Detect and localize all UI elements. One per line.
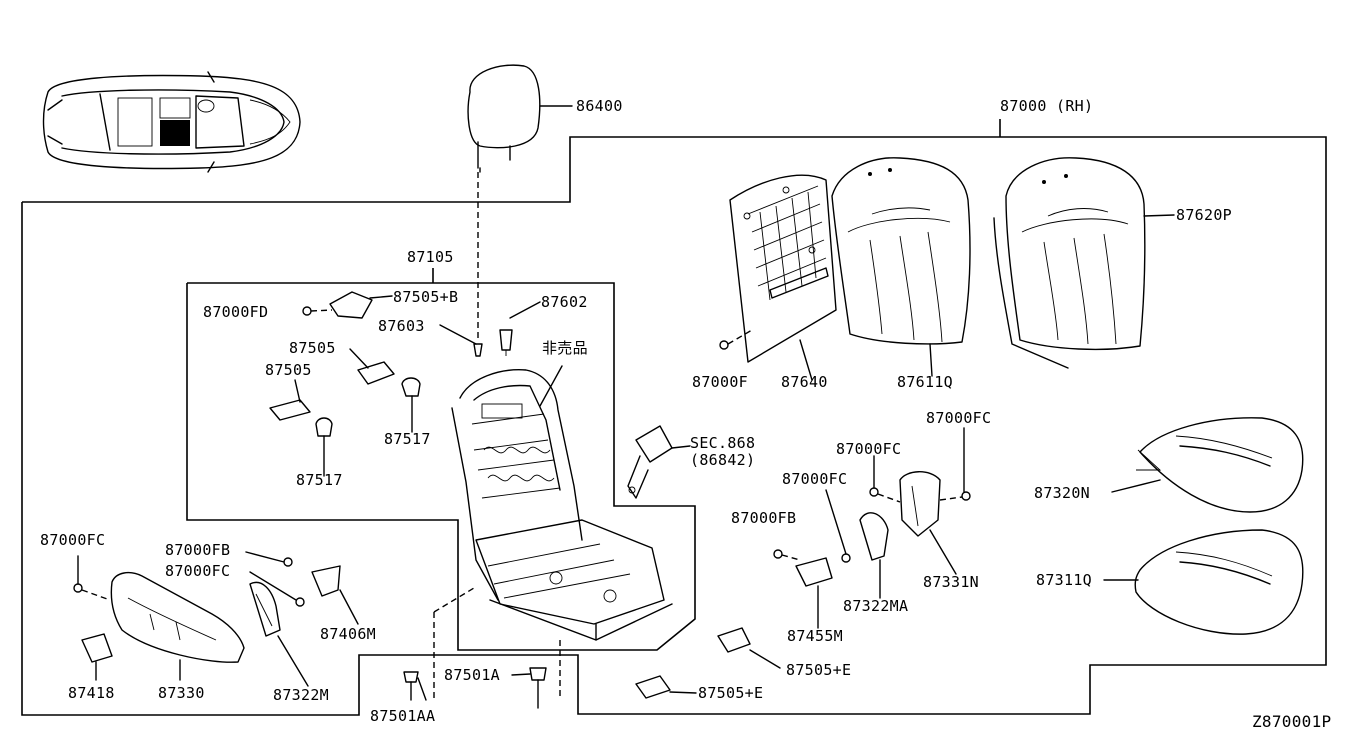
label-87000fc-l2: 87000FC bbox=[165, 562, 231, 580]
label-87603: 87603 bbox=[378, 317, 425, 335]
label-87418: 87418 bbox=[68, 684, 115, 702]
cushion-pad-icon bbox=[1103, 529, 1304, 635]
label-87000fc-rl: 87000FC bbox=[782, 470, 848, 488]
label-87611q: 87611Q bbox=[897, 373, 953, 391]
label-87105: 87105 bbox=[407, 248, 454, 266]
label-not-sold: 非売品 bbox=[542, 339, 588, 357]
rh-assembly-boundary bbox=[21, 136, 1327, 716]
label-sec-868: SEC.868 bbox=[690, 434, 756, 452]
label-87602: 87602 bbox=[541, 293, 588, 311]
label-87505-b: 87505+B bbox=[393, 288, 459, 306]
label-87331n: 87331N bbox=[923, 573, 979, 591]
label-87501aa: 87501AA bbox=[370, 707, 436, 725]
drawing-code: Z870001P bbox=[1252, 712, 1332, 731]
label-87000f: 87000F bbox=[692, 373, 748, 391]
side-finisher-icon bbox=[73, 551, 359, 687]
label-87505-e2: 87505+E bbox=[698, 684, 764, 702]
clip-icon bbox=[269, 291, 781, 699]
label-87000fb-r: 87000FB bbox=[731, 509, 797, 527]
cushion-trim-icon bbox=[1111, 417, 1304, 513]
label-87640: 87640 bbox=[781, 373, 828, 391]
label-87000fc-l: 87000FC bbox=[40, 531, 106, 549]
label-87517-a: 87517 bbox=[384, 430, 431, 448]
label-87505-e1: 87505+E bbox=[786, 661, 852, 679]
side-cover-right-icon bbox=[773, 427, 971, 629]
label-87330: 87330 bbox=[158, 684, 205, 702]
label-86400: 86400 bbox=[576, 97, 623, 115]
label-87505-b2: 87505 bbox=[265, 361, 312, 379]
label-87322ma: 87322MA bbox=[843, 597, 909, 615]
label-87311q: 87311Q bbox=[1036, 571, 1092, 589]
label-87505-a: 87505 bbox=[289, 339, 336, 357]
seat-back-trim-icon bbox=[993, 157, 1175, 369]
seat-belt-buckle-icon bbox=[627, 425, 691, 499]
car-top-view-icon bbox=[42, 71, 301, 173]
label-87000fc-rt: 87000FC bbox=[926, 409, 992, 427]
seat-back-pad-icon bbox=[831, 157, 971, 377]
label-87406m: 87406M bbox=[320, 625, 376, 643]
frame-boundary bbox=[186, 282, 696, 651]
label-87501a: 87501A bbox=[444, 666, 500, 684]
label-87620p: 87620P bbox=[1176, 206, 1232, 224]
headrest-icon bbox=[467, 64, 573, 340]
label-87000-rh: 87000 (RH) bbox=[1000, 97, 1094, 115]
label-87455m: 87455M bbox=[787, 627, 843, 645]
label-86842: (86842) bbox=[690, 451, 756, 469]
label-87517-b: 87517 bbox=[296, 471, 343, 489]
label-87322m: 87322M bbox=[273, 686, 329, 704]
seat-back-board-icon bbox=[719, 174, 837, 381]
label-87000fd: 87000FD bbox=[203, 303, 269, 321]
seat-frame-icon bbox=[433, 365, 673, 700]
label-87000fb-l: 87000FB bbox=[165, 541, 231, 559]
label-87320n: 87320N bbox=[1034, 484, 1090, 502]
bolt-icon bbox=[403, 667, 547, 709]
label-87000fc-rm: 87000FC bbox=[836, 440, 902, 458]
